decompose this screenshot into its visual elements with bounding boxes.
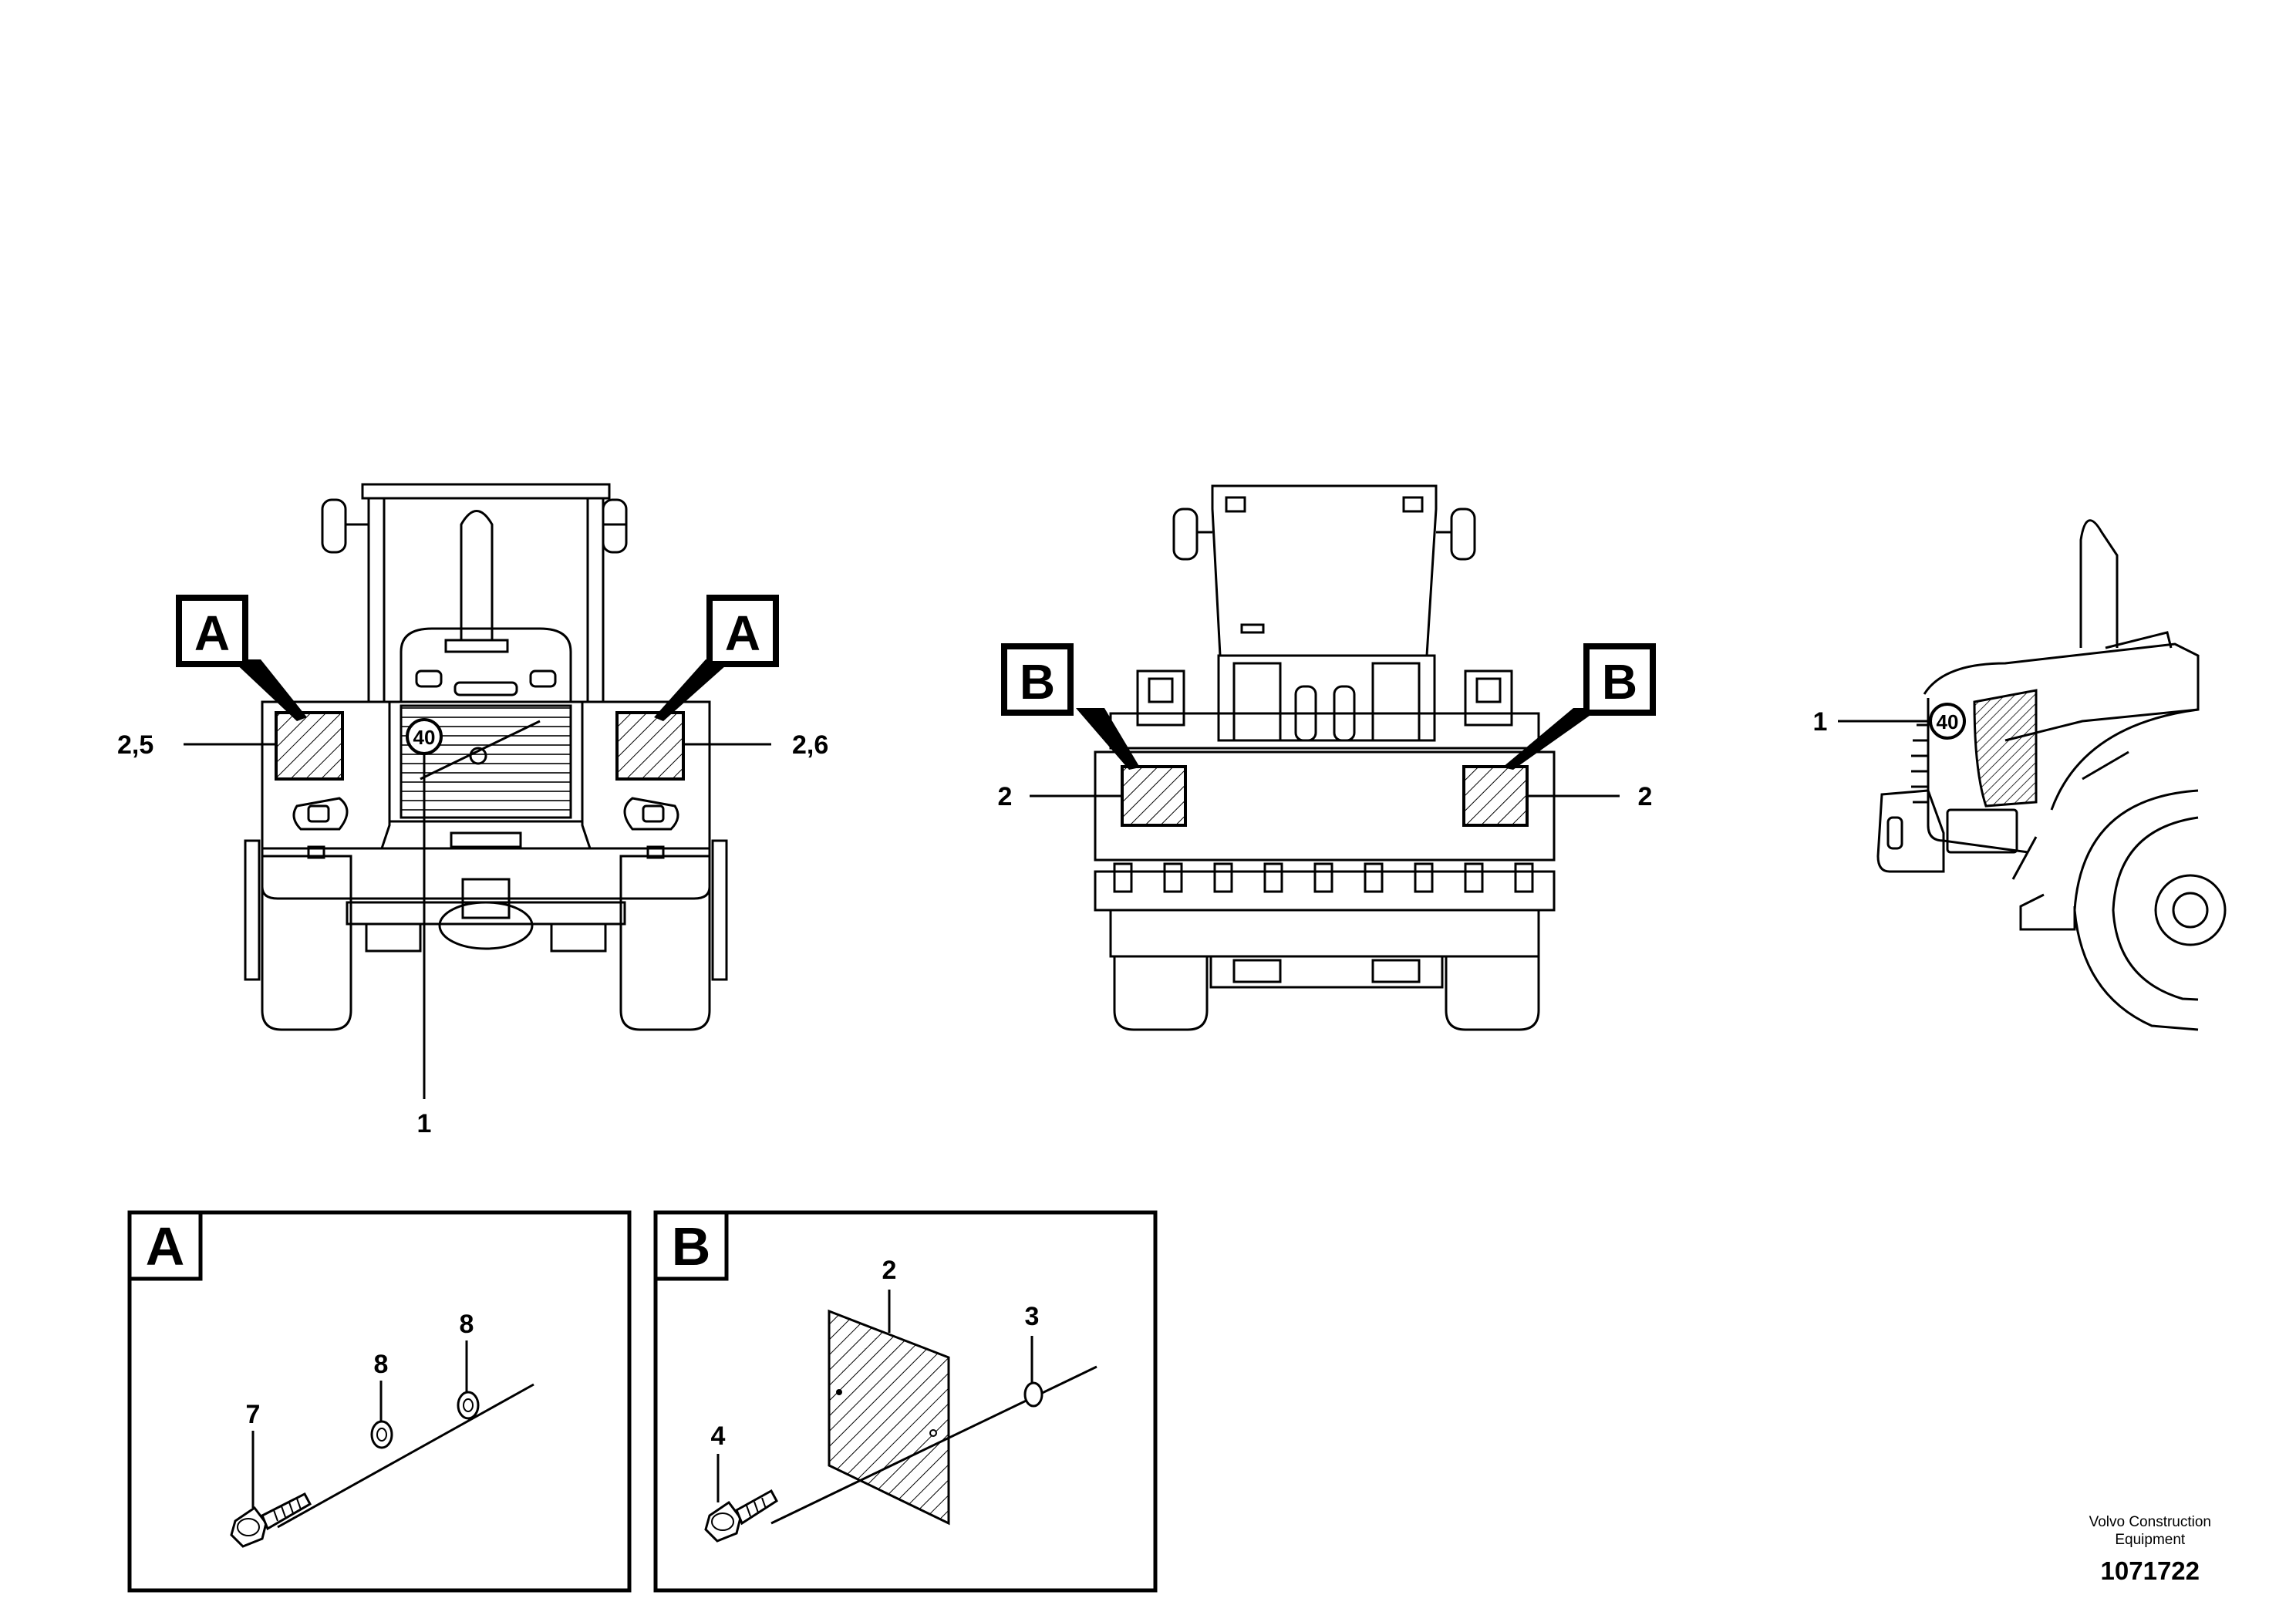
label-rear-left-pos: 2 [998, 782, 1013, 811]
speed-sign-front-text: 40 [413, 726, 436, 749]
detail-panel-a: A 7 8 8 [127, 1210, 632, 1593]
svg-text:B: B [1602, 654, 1637, 710]
washer-item-8-a [370, 1420, 393, 1449]
callout-box-a-left: A [176, 595, 307, 721]
label-side-pos: 1 [1813, 707, 1828, 737]
company-name-line1: Volvo Construction [2089, 1514, 2211, 1530]
reflector-front-right [615, 711, 685, 781]
detail-panel-b: B 2 3 4 [653, 1210, 1158, 1593]
bolt-item-7 [230, 1492, 312, 1548]
reflector-plate-item-2 [828, 1309, 950, 1526]
washer-item-8-b [457, 1391, 480, 1420]
side-grille-panel [1973, 689, 2038, 808]
bolt-item-4 [704, 1489, 778, 1543]
label-front-left-pos: 2,5 [117, 730, 153, 760]
reflector-front-left [275, 711, 344, 781]
label-front-right-pos: 2,6 [792, 730, 828, 760]
company-name-line2: Equipment [2115, 1532, 2186, 1548]
detail-b-letter: B [672, 1216, 711, 1276]
svg-text:A: A [194, 605, 230, 661]
label-rear-right-pos: 2 [1638, 782, 1653, 811]
washer-item-3 [1023, 1381, 1043, 1408]
reflector-rear-left [1121, 765, 1187, 827]
side-view-machine [1876, 519, 2227, 1031]
label-bolt-7: 7 [246, 1400, 261, 1429]
callout-box-b-left: B [1001, 643, 1140, 770]
title-block: Volvo Construction Equipment 1071722 [2089, 1513, 2211, 1586]
label-front-bottom-pos: 1 [417, 1109, 432, 1138]
label-washer-8-a: 8 [374, 1350, 389, 1379]
rear-view-machine [1094, 484, 1556, 1031]
detail-a-letter: A [146, 1216, 185, 1276]
svg-text:A: A [725, 605, 760, 661]
front-view-machine [244, 483, 728, 1031]
label-plate-2: 2 [882, 1256, 897, 1285]
label-washer-3: 3 [1025, 1302, 1040, 1331]
speed-sign-side-text: 40 [1937, 710, 1959, 733]
svg-text:B: B [1020, 654, 1055, 710]
callout-box-b-right: B [1502, 643, 1656, 770]
callout-box-a-right: A [654, 595, 779, 721]
label-bolt-4: 4 [711, 1421, 726, 1451]
label-washer-8-b: 8 [460, 1310, 474, 1339]
reflector-rear-right [1462, 765, 1529, 827]
drawing-number: 1071722 [2100, 1556, 2200, 1585]
